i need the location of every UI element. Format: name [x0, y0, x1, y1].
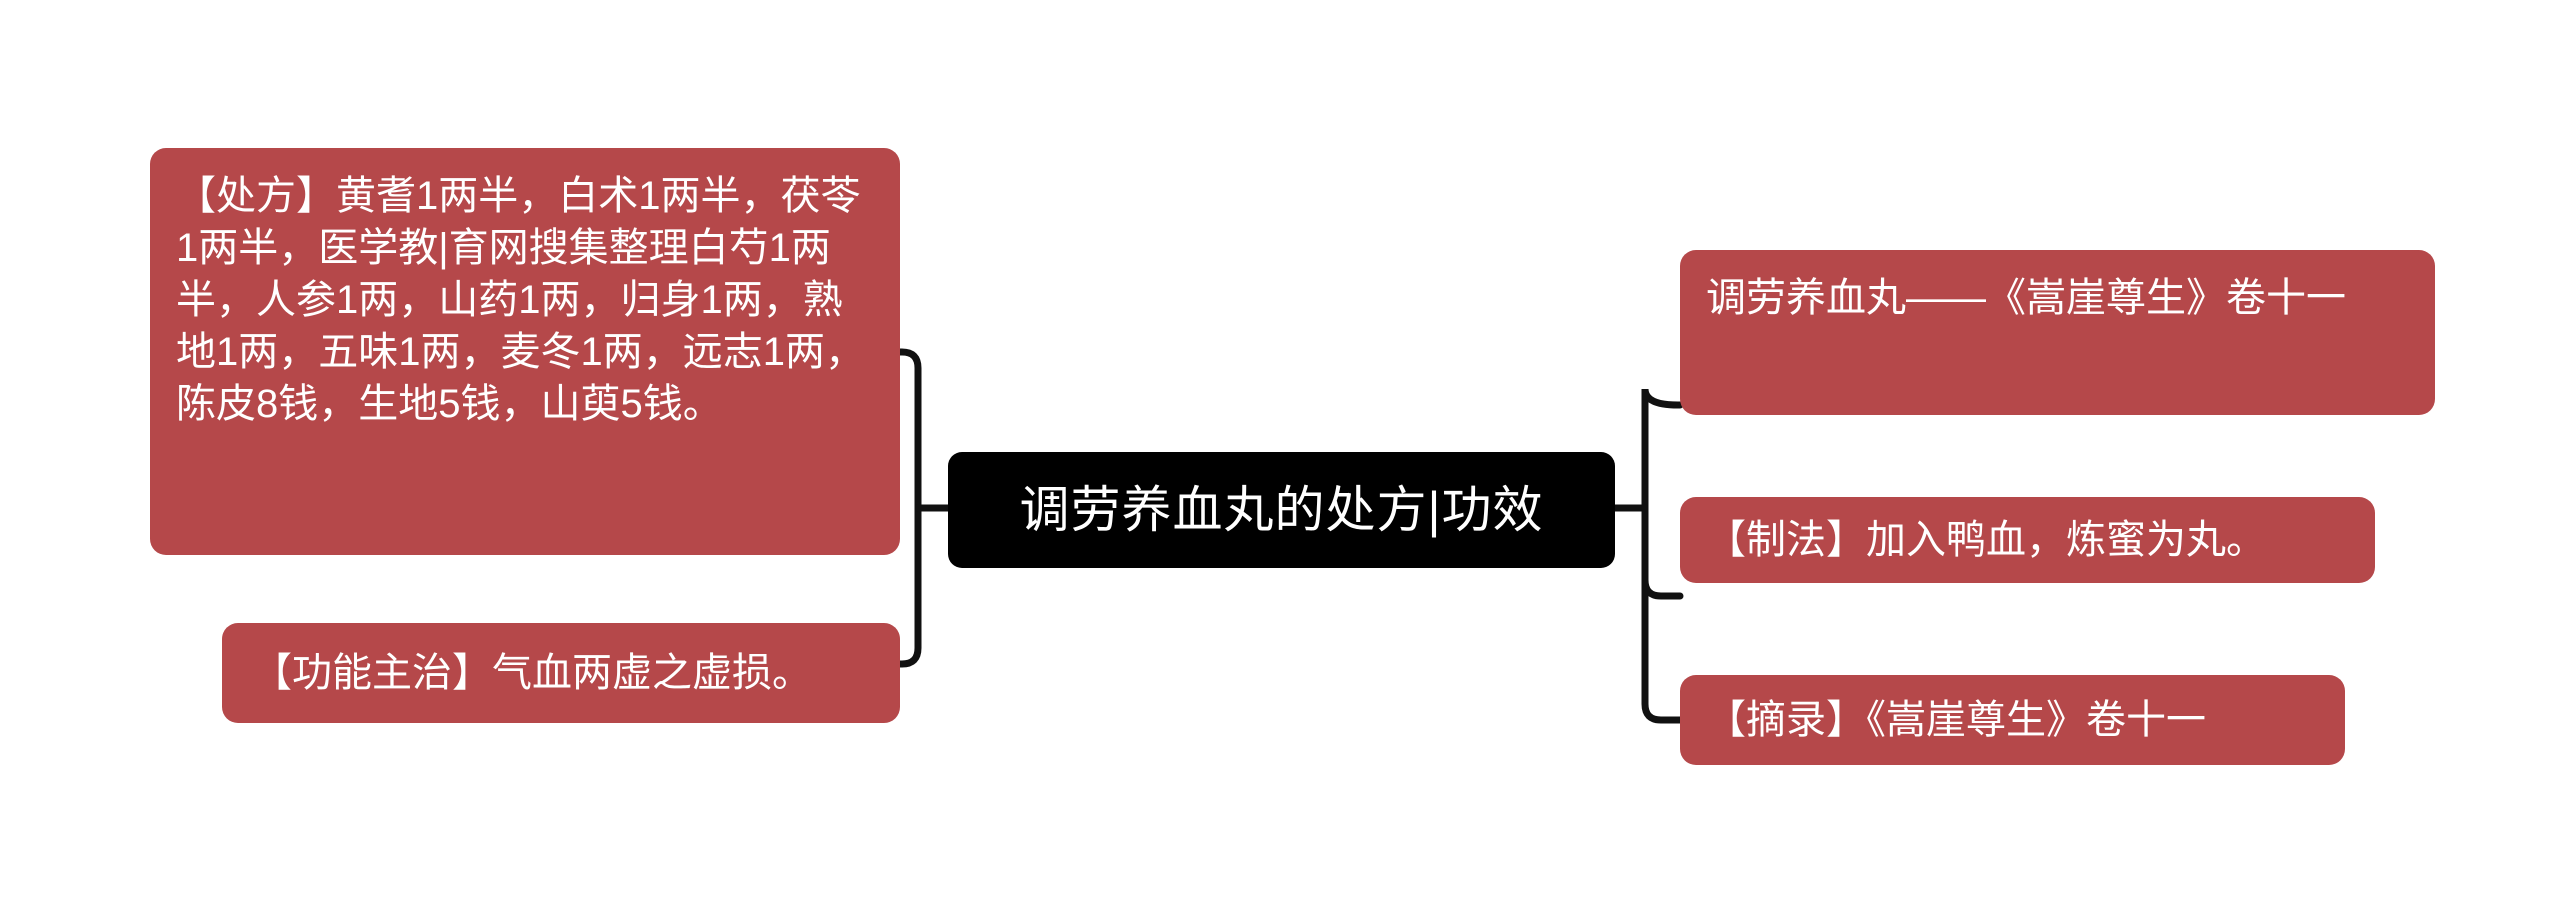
node-excerpt-label: 【摘录】《嵩崖尊生》卷十一 — [1706, 698, 2206, 742]
node-root-label: 调劳养血丸的处方|功效 — [1019, 482, 1544, 538]
node-source-label: 调劳养血丸——《嵩崖尊生》卷十一 — [1706, 276, 2346, 320]
node-prescription[interactable]: 【处方】黄耆1两半，白术1两半，茯苓1两半，医学教|育网搜集整理白芍1两半，人参… — [150, 148, 900, 555]
right-branch-spine-upper — [1641, 388, 1684, 600]
node-preparation[interactable]: 【制法】加入鸭血，炼蜜为丸。 — [1680, 497, 2375, 583]
node-source[interactable]: 调劳养血丸——《嵩崖尊生》卷十一 — [1680, 250, 2435, 415]
right-branch-spine-lower — [1641, 504, 1684, 724]
node-root-topic[interactable]: 调劳养血丸的处方|功效 — [948, 452, 1615, 568]
node-indications-label: 【功能主治】气血两虚之虚损。 — [252, 651, 812, 695]
node-excerpt[interactable]: 【摘录】《嵩崖尊生》卷十一 — [1680, 675, 2345, 765]
left-branch-spine — [896, 348, 922, 668]
node-indications[interactable]: 【功能主治】气血两虚之虚损。 — [222, 623, 900, 723]
node-prescription-label: 【处方】黄耆1两半，白术1两半，茯苓1两半，医学教|育网搜集整理白芍1两半，人参… — [176, 174, 865, 426]
node-preparation-label: 【制法】加入鸭血，炼蜜为丸。 — [1706, 518, 2266, 562]
